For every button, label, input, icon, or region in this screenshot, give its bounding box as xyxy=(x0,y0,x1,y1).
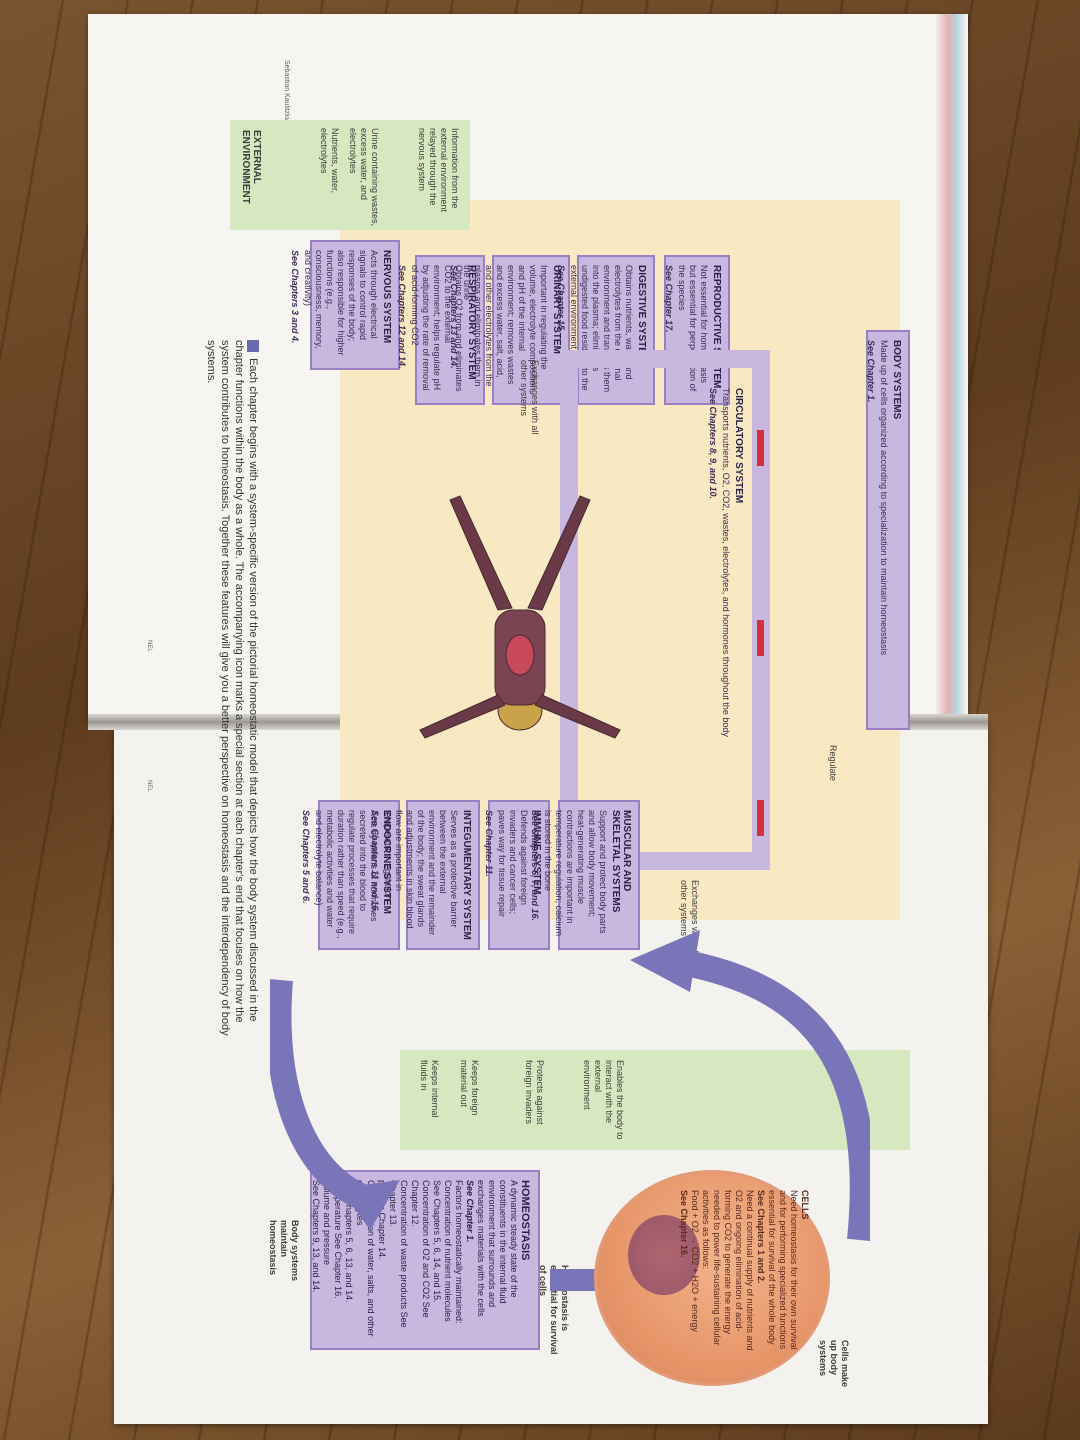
cells-see1: See Chapters 1 and 2. xyxy=(756,1190,766,1284)
cells-title: CELLS xyxy=(800,1190,810,1220)
cells-equation: Food + O2 → CO2 + H2O + energy xyxy=(690,1190,700,1332)
circulatory-desc: Transports nutrients, O2, CO2, wastes, e… xyxy=(721,388,731,737)
circulatory-see: See Chapters 8, 9, and 10. xyxy=(708,388,718,500)
cells-desc2: Need a continual supply of nutrients and… xyxy=(701,1190,755,1351)
page-mark-bottom: NEL xyxy=(146,780,152,792)
body-systems-title: BODY SYSTEMS xyxy=(891,340,902,420)
nervous-title: NERVOUS SYSTEM xyxy=(381,250,392,344)
cells-text: CELLS Need homeostasis for their own sur… xyxy=(678,1190,810,1360)
musculoskeletal-desc: Support and protect body parts and allow… xyxy=(543,810,608,937)
ext-env-title: EXTERNAL ENVIRONMENT xyxy=(240,130,262,204)
label-cells-make: Cells make up body systems xyxy=(818,1340,850,1388)
cover-edge xyxy=(936,14,966,714)
urinary-see: See Chapters 13 and 14. xyxy=(449,265,459,369)
circulatory-system-box: CIRCULATORY SYSTEM Transports nutrients,… xyxy=(708,380,750,860)
nervous-see: See Chapters 3 and 4. xyxy=(290,250,300,344)
integumentary-desc: Serves as a protective barrier between t… xyxy=(383,810,459,936)
red-flow-tick xyxy=(757,800,764,836)
homeostasis-diagram: Sebastian Kaulitzki/Shutterstock NEL NEL… xyxy=(100,40,1000,1400)
circulatory-title: CIRCULATORY SYSTEM xyxy=(733,388,744,504)
regulate-label: Regulate xyxy=(828,745,838,782)
cells-see2: See Chapter 16. xyxy=(679,1190,689,1258)
red-flow-tick xyxy=(757,620,764,656)
respiratory-see: See Chapters 12 and 14. xyxy=(397,265,407,369)
body-systems-box: BODY SYSTEMS Made up of cells organized … xyxy=(866,330,910,730)
body-systems-desc: Made up of cells organized according to … xyxy=(879,340,889,656)
nervous-desc: Acts through electrical signals to contr… xyxy=(303,250,379,356)
human-body-illustration xyxy=(419,495,621,739)
homeostasis-icon xyxy=(246,340,259,352)
red-flow-tick xyxy=(757,430,764,466)
ext-env-nutrients: Nutrients, water, electrolytes xyxy=(319,128,340,194)
body-systems-see: See Chapter 1. xyxy=(866,340,876,403)
immune-desc: Defends against foreign invaders and can… xyxy=(497,810,529,918)
ext-env-info: Information from the external environmen… xyxy=(417,128,460,213)
ext-env-urine: Urine containing wastes, excess water, a… xyxy=(348,128,380,227)
exchange-label-left: Exchanges with all other systems xyxy=(519,360,540,435)
nervous-system-box: NERVOUS SYSTEM Acts through electrical s… xyxy=(290,240,400,370)
figure-caption: Each chapter begins with a system-specif… xyxy=(204,340,260,1040)
caption-text: Each chapter begins with a system-specif… xyxy=(205,340,259,1036)
page-mark-top: NEL xyxy=(146,640,152,652)
cells-desc: Need homeostasis for their own survival … xyxy=(767,1190,799,1350)
